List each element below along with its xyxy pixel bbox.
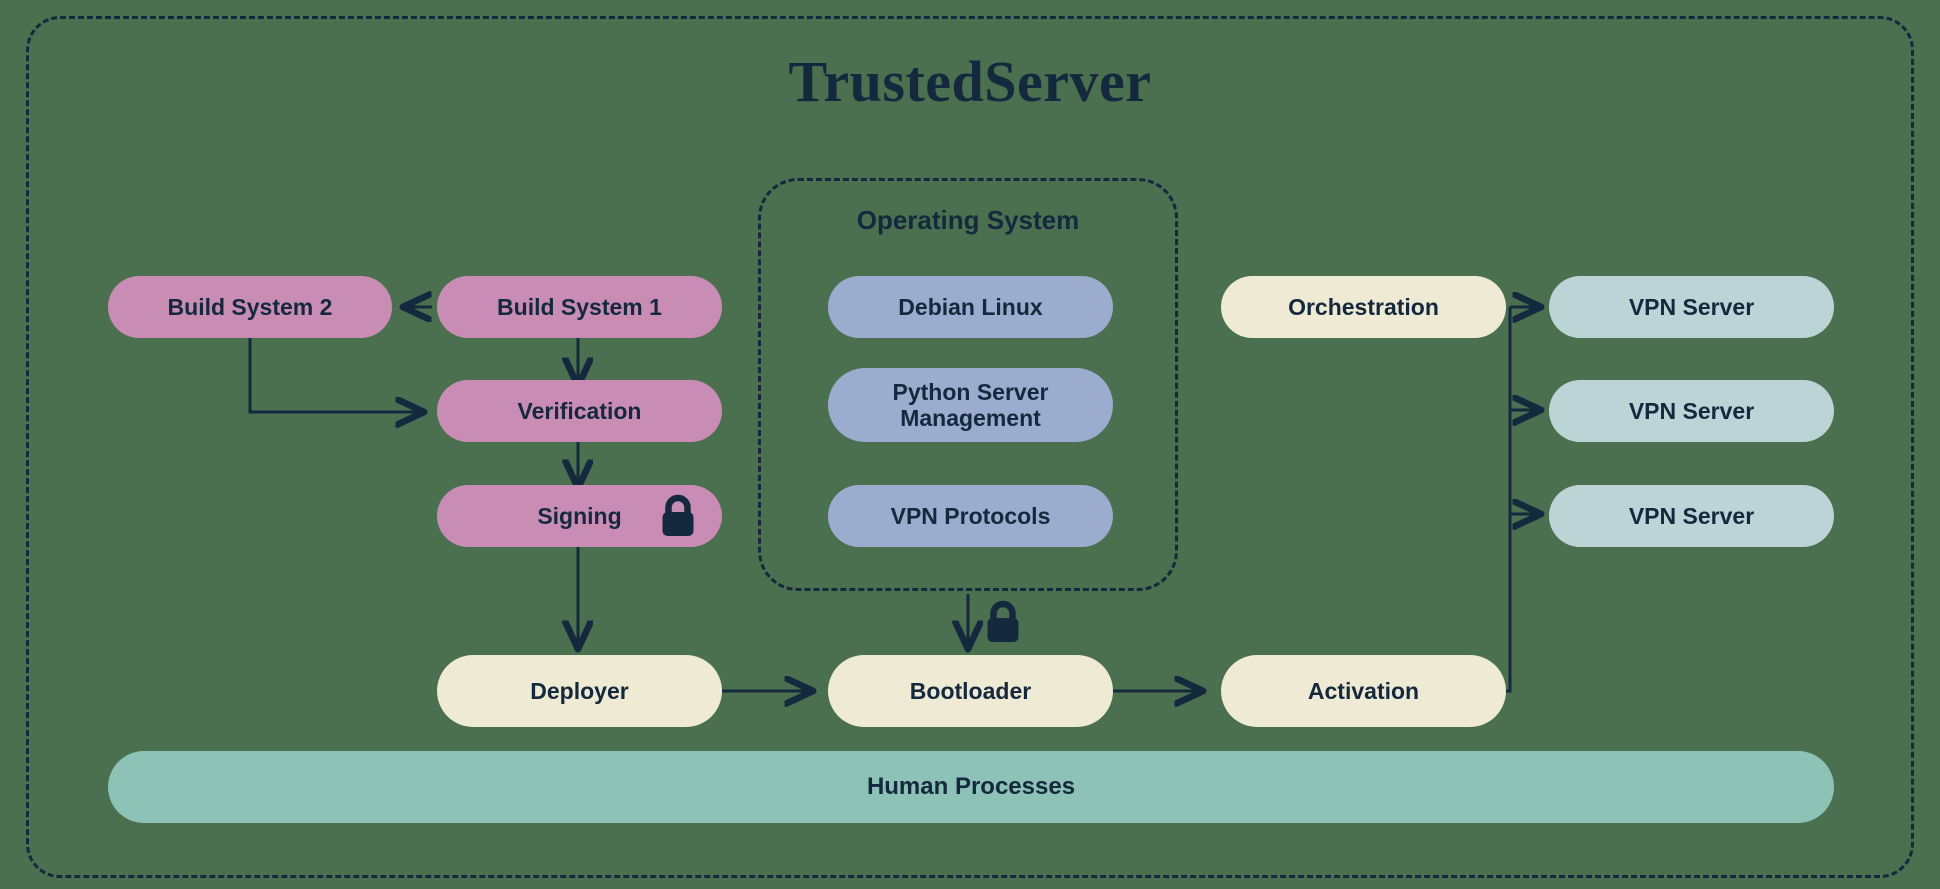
bootloader-lock-icon [987, 600, 1019, 642]
node-activation[interactable]: Activation [1221, 655, 1506, 727]
node-vpn-server-2[interactable]: VPN Server [1549, 380, 1834, 442]
node-label: Debian Linux [898, 293, 1043, 320]
node-label: VPN Protocols [890, 502, 1051, 529]
node-label: Activation [1307, 677, 1420, 704]
node-orchestration[interactable]: Orchestration [1221, 276, 1506, 338]
node-human-processes[interactable]: Human Processes [108, 751, 1834, 823]
trusted-server-boundary [26, 16, 1914, 878]
node-label: Build System 2 [167, 293, 333, 320]
node-vpn-protocols[interactable]: VPN Protocols [828, 485, 1113, 547]
node-label: VPN Server [1628, 502, 1755, 529]
node-verification[interactable]: Verification [437, 380, 722, 442]
node-label: Python Server Management [892, 378, 1049, 431]
node-label: Orchestration [1288, 293, 1439, 320]
node-build-system-2[interactable]: Build System 2 [108, 276, 392, 338]
signing-lock-icon [662, 494, 694, 536]
node-label: Human Processes [866, 773, 1076, 801]
node-label: Signing [537, 502, 622, 529]
node-bootloader[interactable]: Bootloader [828, 655, 1113, 727]
node-python-server-management[interactable]: Python Server Management [828, 368, 1113, 442]
node-debian-linux[interactable]: Debian Linux [828, 276, 1113, 338]
node-deployer[interactable]: Deployer [437, 655, 722, 727]
node-vpn-server-3[interactable]: VPN Server [1549, 485, 1834, 547]
node-label: Deployer [530, 677, 629, 704]
node-label: VPN Server [1628, 397, 1755, 424]
node-vpn-server-1[interactable]: VPN Server [1549, 276, 1834, 338]
node-label: Build System 1 [497, 293, 662, 320]
node-label: Bootloader [909, 677, 1032, 704]
operating-system-group-label: Operating System [856, 205, 1080, 235]
node-build-system-1[interactable]: Build System 1 [437, 276, 722, 338]
operating-system-group [758, 178, 1178, 591]
page-title: TrustedServer [788, 49, 1152, 114]
node-label: Verification [517, 397, 642, 424]
node-label: VPN Server [1628, 293, 1755, 320]
